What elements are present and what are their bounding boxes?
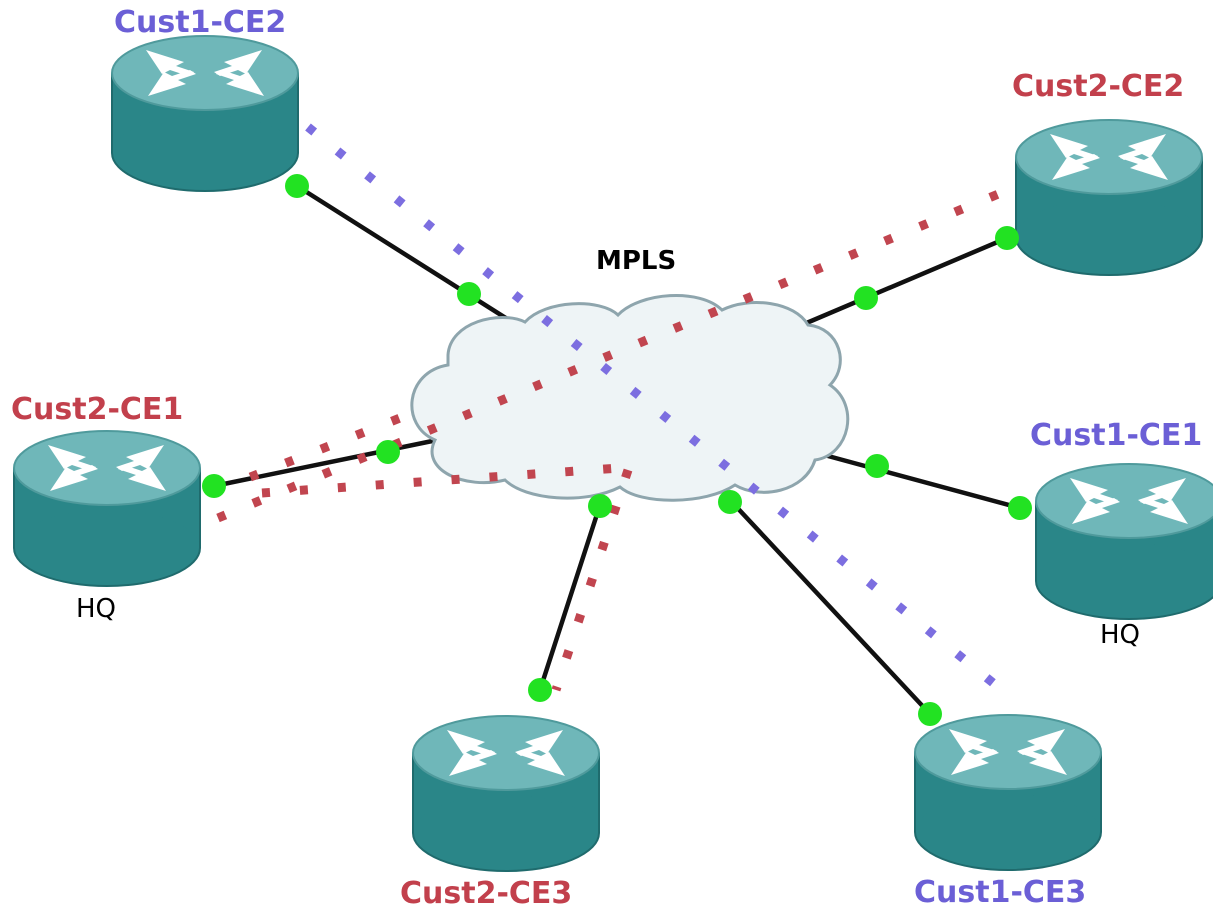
router-cust1-ce3-icon[interactable] [914, 714, 1102, 871]
link-cust2-ce3 [537, 502, 603, 693]
router-label-cust1-ce2: Cust1-CE2 [114, 5, 287, 40]
router-cust1-ce2-icon[interactable] [111, 35, 299, 192]
link-cust2-ce2 [787, 235, 1010, 333]
site-label-hq-cust2: HQ [76, 594, 117, 624]
router-label-cust2-ce3: Cust2-CE3 [400, 876, 573, 911]
router-label-cust1-ce1: Cust1-CE1 [1030, 418, 1203, 453]
router-cust1-ce1-icon[interactable] [1035, 463, 1213, 620]
link-cust1-ce3 [727, 497, 933, 717]
router-cust2-ce1-icon[interactable] [13, 430, 201, 587]
port-dot [995, 226, 1019, 250]
link-cust1-ce2 [294, 183, 523, 330]
link-cust2-ce1 [211, 435, 450, 489]
port-dot [918, 702, 942, 726]
port-dot [285, 174, 309, 198]
router-cust2-ce3-icon[interactable] [412, 715, 600, 872]
site-label-hq-cust1: HQ [1100, 620, 1141, 650]
port-dot [718, 490, 742, 514]
port-dot [854, 286, 878, 310]
port-dot [528, 678, 552, 702]
port-dot [588, 494, 612, 518]
cloud-label: MPLS [596, 246, 677, 276]
router-label-cust2-ce1: Cust2-CE1 [11, 392, 184, 427]
router-label-cust2-ce2: Cust2-CE2 [1012, 69, 1185, 104]
port-dot [457, 282, 481, 306]
link-cust1-ce1 [825, 453, 1023, 511]
router-label-cust1-ce3: Cust1-CE3 [914, 875, 1087, 910]
port-dot [865, 454, 889, 478]
port-dot [1008, 496, 1032, 520]
vpn-path-cust2-ce3-down [551, 468, 633, 692]
port-dot [376, 440, 400, 464]
port-dot [202, 474, 226, 498]
router-cust2-ce2-icon[interactable] [1015, 119, 1203, 276]
interface-ports [202, 174, 1032, 726]
vpn-paths [213, 123, 1011, 699]
mpls-cloud-icon [410, 294, 850, 502]
